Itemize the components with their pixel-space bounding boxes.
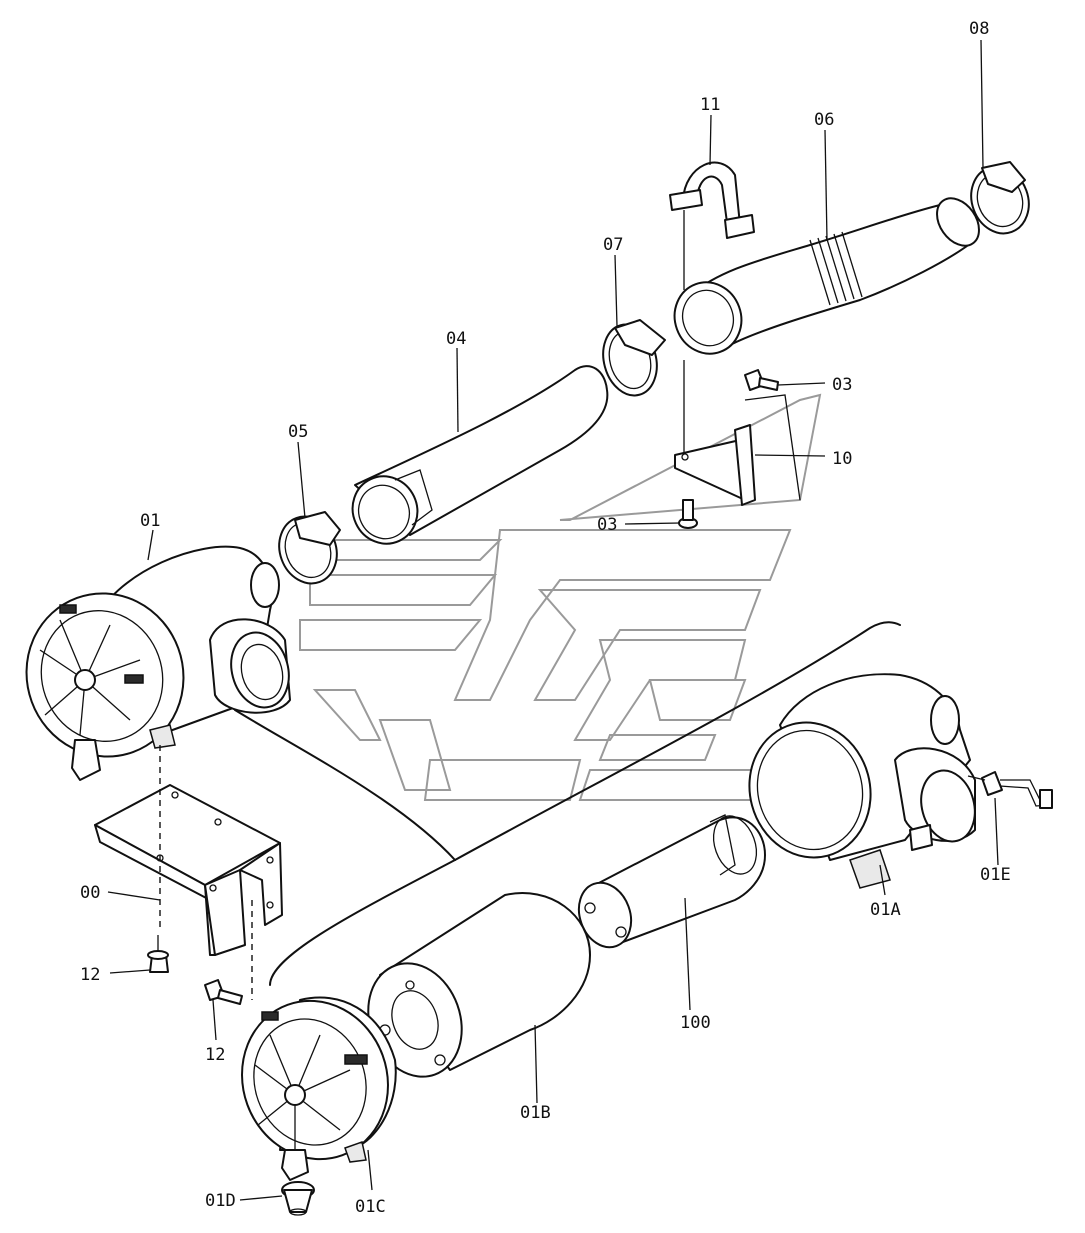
label-01D: 01D xyxy=(205,1191,236,1211)
end-cover-01C xyxy=(241,996,397,1181)
label-01B: 01B xyxy=(520,1103,551,1123)
assembly-line-upper xyxy=(234,709,456,861)
label-07: 07 xyxy=(603,235,623,255)
air-cleaner-body-01A xyxy=(748,673,976,889)
hose-04 xyxy=(351,365,609,545)
clamp-05 xyxy=(278,511,341,585)
label-03-lower: 03 xyxy=(597,515,617,535)
u-clamp-11 xyxy=(669,161,755,239)
bracket-00 xyxy=(94,784,283,956)
sensor-01E xyxy=(981,771,1053,809)
hose-06 xyxy=(673,197,980,355)
label-01E: 01E xyxy=(980,865,1011,885)
label-11: 11 xyxy=(700,95,720,115)
label-01A: 01A xyxy=(870,900,901,920)
label-100: 100 xyxy=(680,1013,711,1033)
leader-10-frame xyxy=(744,394,801,501)
assembly-line-lower xyxy=(269,859,456,986)
clamp-08 xyxy=(970,161,1030,235)
air-cleaner-assembly xyxy=(25,545,291,781)
label-12-upper: 12 xyxy=(80,965,100,985)
valve-01D xyxy=(281,1181,315,1216)
label-08: 08 xyxy=(969,19,989,39)
bolt-12-upper xyxy=(147,935,169,973)
inner-element-100 xyxy=(577,814,766,949)
leader-01E-pin xyxy=(967,775,986,781)
stay-10 xyxy=(674,424,756,506)
label-12-lower: 12 xyxy=(205,1045,225,1065)
label-06: 06 xyxy=(814,110,834,130)
clamp-07 xyxy=(602,319,666,397)
label-03-upper: 03 xyxy=(832,375,852,395)
assembly-line-diagonal xyxy=(454,621,901,861)
bolt-12-lower xyxy=(204,979,243,1005)
bolt-03-upper xyxy=(744,369,779,391)
label-00: 00 xyxy=(80,883,100,903)
label-01: 01 xyxy=(140,511,160,531)
label-01C: 01C xyxy=(355,1197,386,1217)
label-05: 05 xyxy=(288,422,308,442)
bolt-03-lower xyxy=(678,499,698,529)
label-10: 10 xyxy=(832,449,852,469)
part-labels: 01 00 12 12 05 04 07 06 08 11 03 10 03 0… xyxy=(80,19,1011,1217)
leader-lines xyxy=(107,39,999,1201)
label-04: 04 xyxy=(446,329,466,349)
